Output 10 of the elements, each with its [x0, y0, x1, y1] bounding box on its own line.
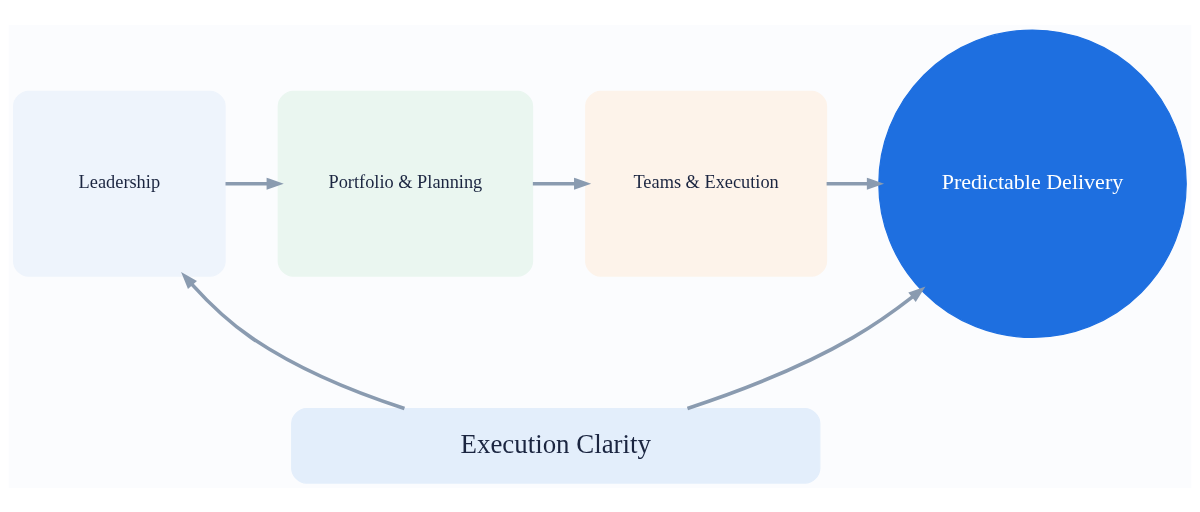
node-box: Portfolio & Planning — [277, 90, 534, 277]
arrow — [686, 286, 926, 410]
arrow — [532, 177, 592, 190]
node-circle: Predictable Delivery — [878, 28, 1187, 338]
node-box: Leadership — [13, 90, 226, 277]
node-box: Execution Clarity — [291, 407, 821, 484]
node-box: Teams & Execution — [585, 90, 828, 277]
arrow — [225, 177, 284, 190]
arrow — [181, 271, 406, 410]
arrow — [826, 177, 885, 190]
